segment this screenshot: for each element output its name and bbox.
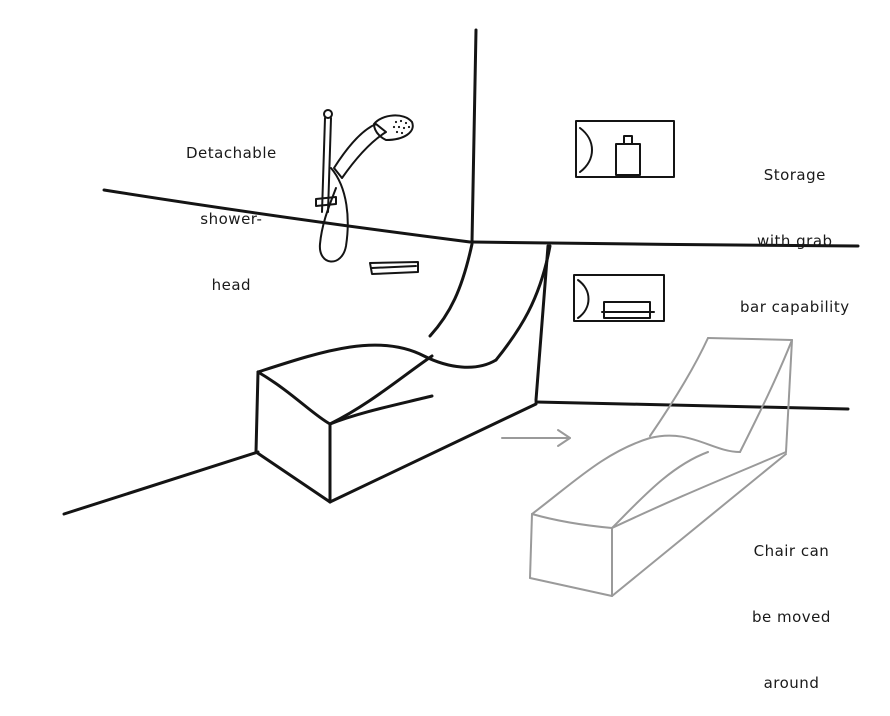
moved-chair-right-side bbox=[786, 340, 792, 452]
moved-chair-seat-front bbox=[532, 452, 708, 528]
shower-label-line-2: shower- bbox=[186, 208, 277, 230]
moved-chair-box-bottom-left bbox=[530, 578, 612, 596]
storage-label: Storage with grab bar capability bbox=[740, 120, 850, 340]
chair-back-inner bbox=[536, 246, 548, 400]
wall-soap-dish bbox=[370, 262, 418, 274]
storage-label-line-2: with grab bbox=[740, 230, 850, 252]
floor-right-line bbox=[536, 402, 848, 409]
shower-hose bbox=[320, 168, 348, 262]
floor-left-line bbox=[64, 452, 258, 514]
shower-nozzle-dots bbox=[393, 120, 410, 134]
storage-label-line-1: Storage bbox=[740, 164, 850, 186]
built-in-chair bbox=[256, 244, 550, 502]
chair-label-line-2: be moved bbox=[752, 606, 831, 628]
chair-box-bottom-left bbox=[256, 452, 330, 502]
shower-head-icon bbox=[316, 110, 413, 262]
wall-corner-line bbox=[472, 30, 476, 242]
room-walls bbox=[64, 30, 858, 514]
right-arrow-icon bbox=[502, 430, 570, 446]
moved-chair-back-right bbox=[740, 340, 792, 452]
chair-seat-top bbox=[258, 345, 496, 372]
storage-label-line-3: bar capability bbox=[740, 296, 850, 318]
shower-label: Detachable shower- head bbox=[186, 98, 277, 318]
chair-box-left bbox=[256, 372, 258, 452]
storage-niche-upper bbox=[576, 121, 674, 177]
left-wall-top-line bbox=[104, 190, 470, 242]
shower-bar-top-cap bbox=[324, 110, 332, 118]
shower-label-line-3: head bbox=[186, 274, 277, 296]
moved-chair-back-left bbox=[650, 338, 708, 436]
shower-handle bbox=[334, 124, 386, 178]
chair-label: Chair can be moved around bbox=[752, 496, 831, 716]
storage-niche-lower bbox=[574, 275, 664, 321]
chair-box-bottom-right bbox=[330, 404, 536, 502]
moved-chair-seat-top bbox=[532, 436, 740, 514]
storage-bottle bbox=[616, 144, 640, 175]
chair-label-line-1: Chair can bbox=[752, 540, 831, 562]
moved-chair-box-left bbox=[530, 514, 532, 578]
chair-box-edge bbox=[330, 396, 432, 424]
chair-back-left bbox=[430, 244, 472, 336]
shower-label-line-1: Detachable bbox=[186, 142, 277, 164]
chair-seat-front bbox=[258, 356, 432, 424]
chair-label-line-3: around bbox=[752, 672, 831, 694]
storage-soap-bar bbox=[604, 302, 650, 318]
